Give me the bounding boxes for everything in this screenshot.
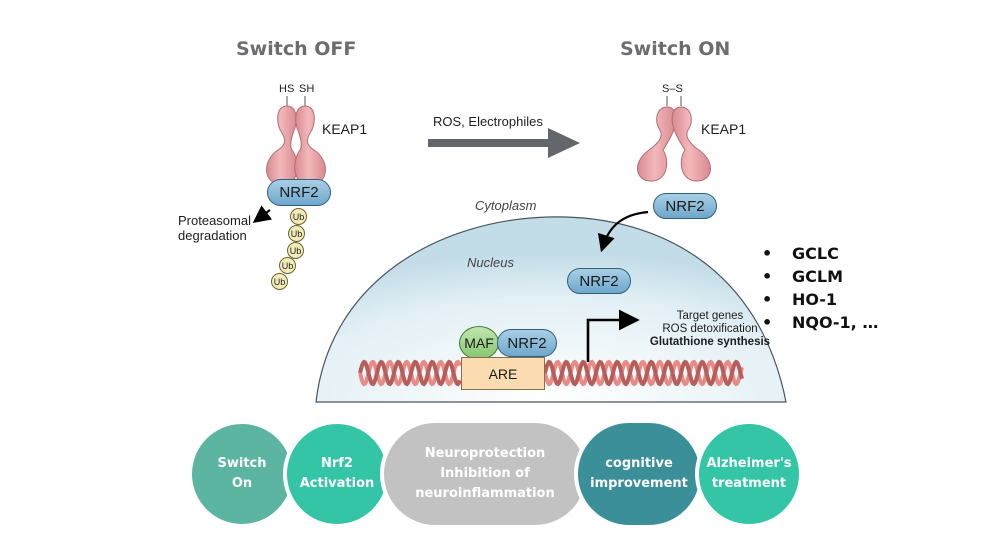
ubiquitin-4: Ub (279, 257, 296, 274)
gene-item: •HO-1 (762, 290, 838, 309)
switch-on-title: Switch ON (620, 38, 731, 60)
keap1-off-dimer (266, 96, 326, 186)
gene-list: •GCLC •GCLM •HO-1 •NQO-1, … (762, 242, 878, 334)
ubiquitin-1: Ub (290, 208, 307, 225)
translocation-arrow (597, 210, 649, 253)
maf-protein: MAF (459, 326, 499, 360)
keap1-on-dimer (637, 96, 711, 182)
nrf2-label: NRF2 (507, 334, 547, 352)
nrf2-cytoplasm: NRF2 (653, 193, 717, 219)
nrf2-nucleus: NRF2 (567, 268, 631, 294)
proteasomal-degradation-label: Proteasomal degradation (178, 213, 251, 243)
gene-item: •NQO-1, … (762, 313, 879, 332)
degradation-line2: degradation (178, 228, 247, 243)
nrf2-label: NRF2 (279, 184, 319, 201)
degradation-arrow (252, 205, 273, 223)
nucleus-label: Nucleus (467, 255, 514, 270)
switch-off-title: Switch OFF (236, 38, 357, 60)
nrf2-bound-keap1: NRF2 (267, 179, 331, 206)
transcription-arrow (586, 309, 640, 362)
gene-item: •GCLM (762, 267, 843, 286)
gene-item: •GCLC (762, 244, 839, 263)
target-genes-line: Target genes (676, 310, 744, 322)
nrf2-label: NRF2 (579, 272, 619, 290)
target-genes-text: Target genes ROS detoxification Glutathi… (640, 310, 780, 349)
cytoplasm-label: Cytoplasm (475, 198, 537, 213)
ubiquitin-5: Ub (271, 273, 288, 290)
thiol-hs-label: HS (279, 83, 295, 95)
dna-helix (358, 359, 744, 387)
degradation-line1: Proteasomal (178, 213, 251, 228)
transition-arrow (428, 128, 580, 158)
nrf2-are-bound: NRF2 (497, 329, 557, 357)
nucleus-membrane (315, 216, 787, 403)
keap1-off-label: KEAP1 (322, 121, 368, 137)
keap1-on-label: KEAP1 (701, 121, 747, 137)
maf-label: MAF (464, 335, 494, 351)
are-label: ARE (488, 365, 518, 382)
dna-strand (358, 359, 462, 387)
glutathione-line: Glutathione synthesis (649, 336, 771, 348)
ubiquitin-3: Ub (287, 242, 304, 259)
dna-strand (543, 359, 744, 387)
ros-electrophiles-label: ROS, Electrophiles (433, 114, 543, 129)
ubiquitin-2: Ub (288, 225, 305, 242)
disulfide-label: S–S (662, 83, 683, 95)
ros-detox-line: ROS detoxification (662, 323, 758, 335)
are-element: ARE (461, 357, 545, 390)
dna-strand (543, 359, 744, 387)
nrf2-label: NRF2 (665, 197, 705, 215)
thiol-sh-label: SH (299, 83, 315, 95)
